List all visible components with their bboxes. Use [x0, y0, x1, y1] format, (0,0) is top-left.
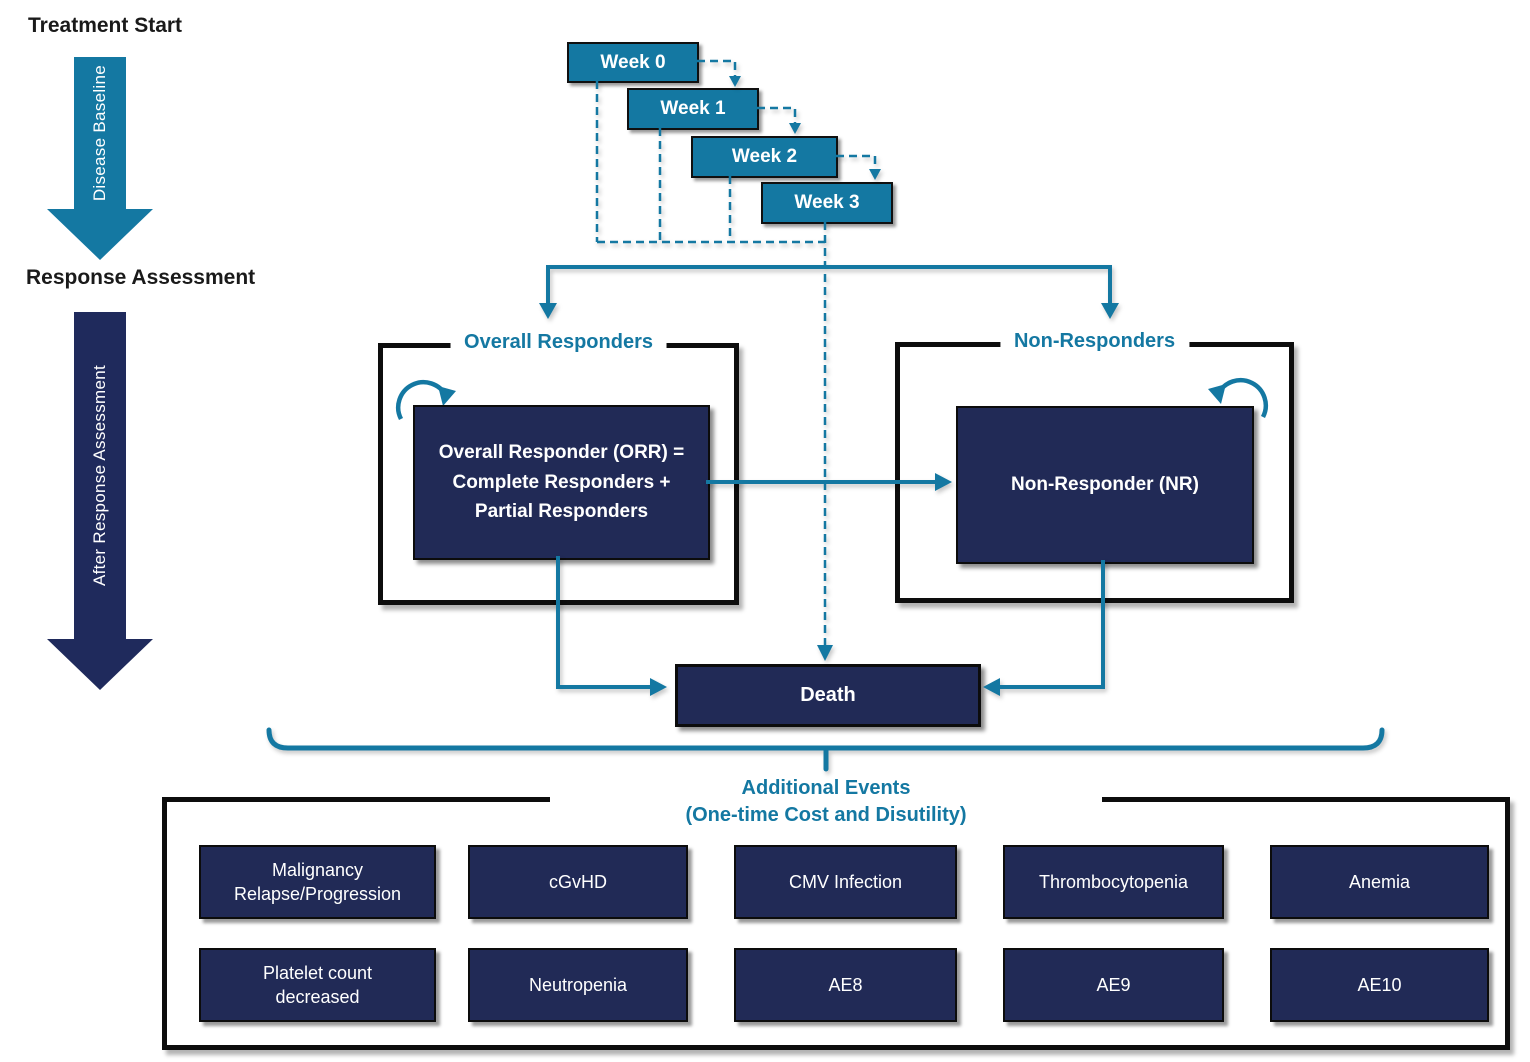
event-line: Platelet count	[262, 962, 373, 983]
event-line: Malignancy	[271, 859, 364, 880]
additional-events-subtitle: (One-time Cost and Disutility)	[685, 804, 967, 826]
after-response-arrowhead-icon	[47, 639, 153, 690]
non-responder-label: Non-Responder (NR)	[1011, 474, 1199, 495]
event-box-cmv-infection: CMV Infection	[734, 845, 957, 919]
event-box-anemia: Anemia	[1270, 845, 1489, 919]
event-line: AE9	[1096, 974, 1131, 995]
overall-responder-line-2: Complete Responders +	[452, 471, 671, 493]
additional-events-title: Additional Events	[741, 777, 911, 799]
death-state-box: Death	[675, 664, 981, 727]
event-line: Neutropenia	[528, 974, 628, 995]
event-box-neutropenia: Neutropenia	[468, 948, 688, 1022]
event-line: Anemia	[1348, 871, 1411, 892]
event-line: cGvHD	[549, 871, 607, 892]
week-1-box: Week 1	[627, 88, 759, 130]
week-3-label: Week 3	[794, 192, 860, 213]
event-line: decreased	[275, 987, 360, 1007]
disease-baseline-arrow-label: Disease Baseline	[90, 65, 109, 202]
overall-responder-line-3: Partial Responders	[474, 501, 649, 523]
week-0-box: Week 0	[567, 42, 699, 83]
disease-baseline-arrowhead-icon	[47, 209, 153, 260]
event-box-cgvhd: cGvHD	[468, 845, 688, 919]
event-line: Thrombocytopenia	[1038, 871, 1189, 892]
week-3-box: Week 3	[761, 182, 893, 224]
week-2-box: Week 2	[691, 136, 838, 178]
overall-responders-group-title: Overall Responders	[450, 331, 667, 354]
event-box-thrombocytopenia: Thrombocytopenia	[1003, 845, 1224, 919]
event-line: CMV Infection	[788, 871, 903, 892]
event-line: AE10	[1357, 974, 1402, 995]
overall-responder-line-1: Overall Responder (ORR) =	[438, 442, 685, 464]
week-0-label: Week 0	[600, 51, 666, 73]
event-box-ae10: AE10	[1270, 948, 1489, 1022]
response-assessment-label: Response Assessment	[26, 266, 256, 289]
event-box-platelet-count: Platelet count decreased	[199, 948, 436, 1022]
event-box-ae8: AE8	[734, 948, 957, 1022]
overall-responder-state-box: Overall Responder (ORR) = Complete Respo…	[413, 405, 710, 560]
event-line: Relapse/Progression	[233, 884, 402, 904]
death-label: Death	[800, 684, 856, 706]
treatment-start-label: Treatment Start	[28, 14, 183, 37]
non-responder-state-box: Non-Responder (NR)	[956, 406, 1254, 564]
week-1-label: Week 1	[660, 98, 726, 119]
event-box-ae9: AE9	[1003, 948, 1224, 1022]
disease-baseline-arrow: Disease Baseline	[74, 57, 126, 210]
event-box-malignancy: Malignancy Relapse/Progression	[199, 845, 436, 919]
after-response-arrow-label: After Response Assessment	[90, 365, 109, 587]
after-response-arrow: After Response Assessment	[74, 312, 126, 640]
event-line: AE8	[828, 974, 863, 995]
additional-events-title-block: Additional Events (One-time Cost and Dis…	[550, 771, 1102, 835]
non-responders-group-title: Non-Responders	[999, 330, 1190, 353]
week-2-label: Week 2	[731, 146, 798, 167]
additional-events-brace-icon	[266, 727, 1385, 772]
